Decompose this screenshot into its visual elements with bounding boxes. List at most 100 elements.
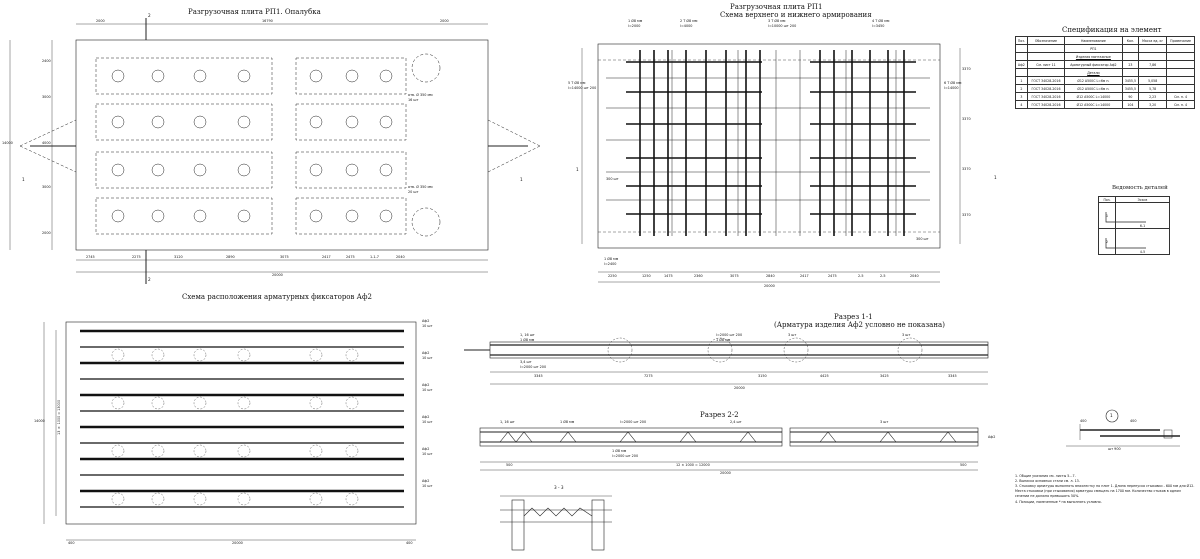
fw-top-dim: 2000 <box>96 19 105 23</box>
rf-callout: 2 Т Ø8 мм <box>680 19 698 23</box>
spec-header: Наименование <box>1064 36 1123 45</box>
fw-section-mark: 2 <box>148 13 151 18</box>
fw-bottom-dim: 3075 <box>280 255 289 259</box>
fixator-label: Аф2 <box>422 383 430 387</box>
rf-right-callout: 6 Т Ø8 мм <box>944 81 962 85</box>
rf-left-callout: 5 Т Ø8 мм <box>568 81 586 85</box>
fixator-label: Аф2 <box>422 447 430 451</box>
section-2-2 <box>479 427 979 471</box>
s11-dim: 4425 <box>820 374 829 378</box>
fw-left-dim: 2400 <box>42 59 51 63</box>
rf-bottom-dim: 2-5 <box>858 274 864 278</box>
rf-overall-dim: 20000 <box>764 284 775 288</box>
table-row: РП1 <box>1015 44 1195 53</box>
fw-bottom-dim: 3120 <box>174 255 183 259</box>
rf-right-dim: 3370 <box>962 213 971 217</box>
formwork-slab-outline <box>75 39 489 251</box>
fixators-slab-outline <box>65 321 417 525</box>
fw-top-dim: 2000 <box>440 19 449 23</box>
node1-title: 1 <box>1110 413 1113 418</box>
fixator-label: 10 шт <box>422 324 433 328</box>
rf-bottom-callout: 1 Ø8 мм <box>604 257 619 261</box>
rf-callout: l=10000 шт 200 <box>768 24 797 28</box>
rf-right-dim: 3370 <box>962 117 971 121</box>
s11-callout: 1 Ø8 мм <box>520 338 535 342</box>
section11-title: Разрез 1-1 <box>834 313 873 321</box>
rf-bottom-dim: 2040 <box>910 274 919 278</box>
rf-left-callout: l=14000 шт 200 <box>568 86 597 90</box>
fixator-label: Аф2 <box>422 351 430 355</box>
fw-callout: отв. Ø 350 мм <box>408 185 433 189</box>
spec-header: Примечание <box>1166 36 1195 45</box>
fw-callout: 20 шт <box>408 190 419 194</box>
rf-bottom-dim: 2475 <box>828 274 837 278</box>
fixator-label: Аф2 <box>422 319 430 323</box>
rf-callout: 3 Т Ø8 мм <box>768 19 786 23</box>
s11-dim: 3150 <box>758 374 767 378</box>
fw-bottom-dim: 2275 <box>132 255 141 259</box>
s11-callout: 1 Ø8 мм <box>716 338 731 342</box>
s22-callout: l=2000 шт 200 <box>612 454 639 458</box>
fw-bottom-dim: 2890 <box>226 255 235 259</box>
rf-bottom-dim: 2-5 <box>880 274 886 278</box>
spec-header: Масса ед. кг <box>1138 36 1168 45</box>
s11-dim: 3345 <box>534 374 543 378</box>
fixator-rows <box>80 329 404 508</box>
note-item: 2. Выписка основных стали см. л. 13. <box>1015 479 1080 484</box>
s22-callout: 2,4 шт <box>730 420 742 424</box>
fw-left-dim: 3000 <box>42 185 51 189</box>
section-1-1 <box>464 337 989 385</box>
rf-bottom-dim: 2840 <box>766 274 775 278</box>
s22-dim: 500 <box>960 463 967 467</box>
fw-left-dim: 2000 <box>42 231 51 235</box>
node1-dim: 400 <box>1080 419 1087 423</box>
fixators-corner-dim: 400 <box>406 541 413 545</box>
fw-height-dim: 14000 <box>2 141 13 145</box>
s11-callout: l=2000 шт 200 <box>520 365 547 369</box>
fw-bottom-dim: 1-1-7 <box>370 255 379 259</box>
section33-title: 3 - 3 <box>554 485 564 490</box>
fixator-label: Аф2 <box>422 479 430 483</box>
s11-callout: 3 шт <box>788 333 797 337</box>
fw-section-mark: 1 <box>520 177 523 182</box>
rf-right-dim: 3370 <box>962 67 971 71</box>
fw-bottom-dim: 2417 <box>322 255 331 259</box>
reinforcement-subtitle: Схема верхнего и нижнего армирования <box>720 11 872 19</box>
rf-mark: 1 <box>576 167 579 172</box>
rf-bottom-dim: 2360 <box>694 274 703 278</box>
rf-bottom-dim: 1250 <box>642 274 651 278</box>
s22-overall: 20000 <box>720 471 731 475</box>
fw-bottom-dim: 2745 <box>86 255 95 259</box>
fixator-label: 10 шт <box>422 356 433 360</box>
rf-bottom-callout: l=2400 <box>604 262 617 266</box>
node-1 <box>1066 409 1180 447</box>
section11-subtitle: (Арматура изделия Аф2 условно не показан… <box>774 321 945 329</box>
note-item: 4. Позиции, помеченные * на выполнять ус… <box>1015 499 1102 504</box>
rf-mark: 300 шт <box>916 237 929 241</box>
s22-callout: 1, 16 шт <box>500 420 515 424</box>
reinforcement-slab-outline <box>597 43 941 249</box>
fw-callout: 16 шт <box>408 98 419 102</box>
rf-bottom-dim: 2417 <box>800 274 809 278</box>
fixator-label: 10 шт <box>422 484 433 488</box>
s11-callout: l=2000 шт 200 <box>716 333 743 337</box>
fw-section-mark: 2 <box>148 277 151 282</box>
fixators-left-dim2: 13 × 1000 = 13000 <box>57 400 61 435</box>
rf-bottom-dim: 1475 <box>664 274 673 278</box>
rf-callout: l=3450 <box>872 24 885 28</box>
spec-header: Поз. <box>1015 36 1028 45</box>
fw-section-mark: 1 <box>22 177 25 182</box>
spec-header: Кол. <box>1121 36 1140 45</box>
rf-bottom-dim: 2250 <box>608 274 617 278</box>
rf-bottom-dim: 3075 <box>730 274 739 278</box>
rf-callout: l=4000 <box>680 24 693 28</box>
formwork-title: Разгрузочная плита РП1. Опалубка <box>188 8 321 16</box>
